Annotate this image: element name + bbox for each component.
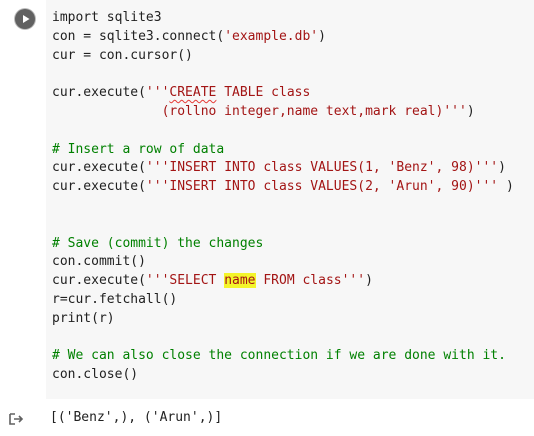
code-token: 'example.db' [224, 28, 319, 44]
code-token: # Insert a row of data [52, 141, 225, 157]
code-line: # Insert a row of data [52, 141, 224, 159]
code-token: # We can also close the connection if we… [52, 348, 506, 364]
code-line: con.commit() [52, 253, 146, 271]
code-line: cur.execute('''CREATE TABLE class [52, 84, 310, 102]
play-icon [23, 15, 30, 23]
code-line: cur.execute('''SELECT name FROM class'''… [52, 272, 373, 290]
code-token: '''INSERT INTO class VALUES(1, 'Benz', 9… [145, 160, 499, 176]
code-token: con.close() [52, 367, 139, 383]
output-arrow-icon[interactable] [8, 411, 24, 427]
code-token: cur.execute( [52, 160, 146, 176]
code-line: # We can also close the connection if we… [52, 347, 506, 365]
code-line: cur = con.cursor() [52, 47, 193, 65]
code-token: ) [498, 160, 506, 176]
code-token: cur.execute( [52, 273, 146, 289]
code-line: # Save (commit) the changes [52, 235, 263, 253]
code-token: (rollno integer,name text,mark real)''' [52, 104, 467, 119]
run-cell-button[interactable] [15, 9, 35, 29]
code-editor[interactable]: import sqlite3 con = sqlite3.connect('exa… [46, 0, 534, 399]
code-token: name [224, 273, 256, 289]
code-token: CREATE [169, 85, 217, 101]
code-line: con = sqlite3.connect('example.db') [52, 28, 326, 46]
output-area: [('Benz',), ('Arun',)] [0, 403, 534, 436]
code-line: r=cur.fetchall() [52, 291, 177, 309]
code-token: ''' [145, 85, 170, 101]
code-token: import sqlite3 [52, 10, 162, 25]
code-token: ) [498, 179, 514, 195]
code-token: # Save (commit) the changes [52, 235, 264, 251]
code-cell[interactable]: import sqlite3 con = sqlite3.connect('exa… [0, 0, 534, 403]
code-line: import sqlite3 [52, 9, 162, 27]
code-token: con = sqlite3.connect( [52, 28, 225, 44]
code-line: con.close() [52, 366, 138, 384]
code-token: print(r) [52, 310, 115, 326]
code-token: TABLE class [216, 85, 311, 101]
code-line: cur.execute('''INSERT INTO class VALUES(… [52, 159, 506, 177]
code-token: '''SELECT [145, 273, 225, 289]
code-token: ) [318, 28, 326, 44]
code-token: ) [365, 273, 373, 289]
code-token: cur = con.cursor() [52, 47, 193, 63]
code-token: ) [466, 104, 475, 119]
code-token: '''INSERT INTO class VALUES(2, 'Arun', 9… [145, 179, 499, 195]
code-line: print(r) [52, 310, 115, 328]
code-token: r=cur.fetchall() [52, 292, 178, 307]
code-token: con.commit() [52, 254, 146, 270]
code-token: FROM class''' [255, 273, 366, 289]
output-text: [('Benz',), ('Arun',)] [50, 410, 223, 425]
code-token: cur.execute( [52, 85, 146, 101]
cell-gutter [0, 0, 46, 399]
code-token: cur.execute( [52, 179, 146, 195]
code-line: (rollno integer,name text,mark real)''') [52, 103, 475, 121]
code-line: cur.execute('''INSERT INTO class VALUES(… [52, 178, 514, 196]
